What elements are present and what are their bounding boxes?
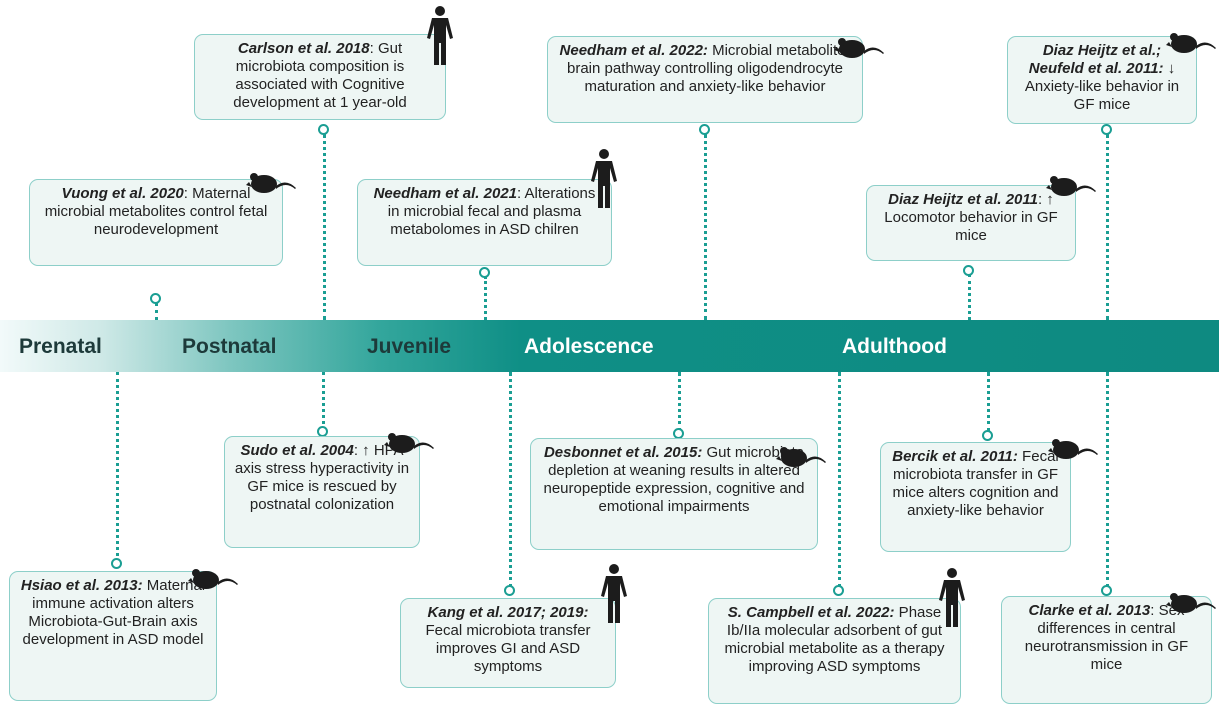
study-citation: Diaz Heijtz et al. 2011	[888, 191, 1038, 208]
study-box-needham-2021: Needham et al. 2021: Alterations in micr…	[357, 179, 612, 266]
study-finding: Microbial metabolite-brain pathway contr…	[566, 42, 851, 95]
connector-carlson	[323, 134, 326, 320]
study-finding: : Gut microbiota composition is associat…	[233, 40, 407, 111]
dot-carlson	[318, 124, 329, 135]
study-box-campbell-2022: S. Campbell et al. 2022: Phase Ib/IIa mo…	[708, 598, 961, 704]
study-citation: Clarke et al. 2013	[1028, 602, 1151, 619]
mouse-icon	[776, 444, 828, 470]
mouse-icon	[1166, 30, 1218, 56]
study-finding: ↓ Anxiety-like behavior in GF mice	[1024, 60, 1180, 113]
connector-kang	[509, 372, 512, 588]
study-citation: S. Campbell et al. 2022:	[727, 604, 895, 621]
connector-diaz-neufeld	[1106, 134, 1109, 320]
connector-campbell	[838, 372, 841, 588]
study-citation: Hsiao et al. 2013:	[20, 577, 143, 594]
human-icon	[598, 563, 630, 625]
study-finding: : ↑ HPA axis stress hyperactivity in GF …	[234, 442, 410, 513]
dot-needham-2022	[699, 124, 710, 135]
human-icon	[424, 5, 456, 67]
stage-juvenile: Juvenile	[367, 335, 452, 358]
study-box-bercik-2011: Bercik et al. 2011: Fecal microbiota tra…	[880, 442, 1071, 552]
mouse-icon	[188, 566, 240, 592]
connector-desbonnet	[678, 372, 681, 432]
stage-adulthood: Adulthood	[842, 335, 947, 358]
connector-clarke	[1106, 372, 1109, 588]
study-box-sudo-2004: Sudo et al. 2004: ↑ HPA axis stress hype…	[224, 436, 420, 548]
study-finding: : ↑ Locomotor behavior in GF mice	[884, 191, 1058, 244]
mouse-icon	[246, 170, 298, 196]
connector-vuong	[155, 303, 158, 320]
study-citation: Needham et al. 2021	[373, 185, 518, 202]
mouse-icon	[1166, 590, 1218, 616]
stage-postnatal: Postnatal	[182, 335, 277, 358]
connector-hsiao	[116, 372, 119, 562]
study-box-desbonnet-2015: Desbonnet et al. 2015: Gut microbiota de…	[530, 438, 818, 550]
study-citation: Desbonnet et al. 2015:	[543, 444, 703, 461]
study-citation: Carlson et al. 2018	[237, 40, 370, 57]
study-citation: Bercik et al. 2011:	[892, 448, 1018, 465]
study-box-diaz-neufeld-2011: Diaz Heijtz et al.; Neufeld et al. 2011:…	[1007, 36, 1197, 124]
dot-diaz-neufeld	[1101, 124, 1112, 135]
timeline-bar	[0, 320, 1219, 372]
mouse-icon	[834, 35, 886, 61]
dot-kang	[504, 585, 515, 596]
study-finding: : Maternal microbial metabolites control…	[44, 185, 268, 238]
stage-adolescence: Adolescence	[524, 335, 654, 358]
study-finding: Gut microbiota depletion at weaning resu…	[543, 444, 805, 515]
study-box-vuong-2020: Vuong et al. 2020: Maternal microbial me…	[29, 179, 283, 266]
dot-campbell	[833, 585, 844, 596]
study-box-kang-2017-2019: Kang et al. 2017; 2019: Fecal microbiota…	[400, 598, 616, 688]
connector-diaz-2011	[968, 274, 971, 320]
dot-hsiao	[111, 558, 122, 569]
study-finding: Fecal microbiota transfer improves GI an…	[425, 622, 591, 675]
connector-needham-2022	[704, 134, 707, 320]
mouse-icon	[384, 430, 436, 456]
mouse-icon	[1046, 173, 1098, 199]
dot-needham-2021	[479, 267, 490, 278]
study-box-carlson-2018: Carlson et al. 2018: Gut microbiota comp…	[194, 34, 446, 120]
study-finding: Fecal microbiota transfer in GF mice alt…	[892, 448, 1059, 519]
human-icon	[936, 567, 968, 629]
study-citation: Needham et al. 2022:	[559, 42, 708, 59]
study-box-hsiao-2013: Hsiao et al. 2013: Maternal immune activ…	[9, 571, 217, 701]
study-citation: Sudo et al. 2004	[240, 442, 354, 459]
connector-needham-2021	[484, 276, 487, 320]
connector-sudo	[322, 372, 325, 430]
dot-diaz-2011	[963, 265, 974, 276]
connector-bercik	[987, 372, 990, 432]
study-finding: Phase Ib/IIa molecular adsorbent of gut …	[724, 604, 945, 675]
study-box-needham-2022: Needham et al. 2022: Microbial metabolit…	[547, 36, 863, 123]
study-finding: : Alterations in microbial fecal and pla…	[387, 185, 596, 238]
dot-vuong	[150, 293, 161, 304]
dot-clarke	[1101, 585, 1112, 596]
study-finding: : Sex differences in central neurotransm…	[1024, 602, 1189, 673]
study-citation: Diaz Heijtz et al.; Neufeld et al. 2011:	[1028, 42, 1164, 77]
study-box-diaz-heijtz-2011: Diaz Heijtz et al. 2011: ↑ Locomotor beh…	[866, 185, 1076, 261]
stage-prenatal: Prenatal	[19, 335, 102, 358]
mouse-icon	[1048, 436, 1100, 462]
dot-bercik	[982, 430, 993, 441]
study-citation: Vuong et al. 2020	[61, 185, 184, 202]
study-citation: Kang et al. 2017; 2019:	[427, 604, 589, 621]
human-icon	[588, 148, 620, 210]
